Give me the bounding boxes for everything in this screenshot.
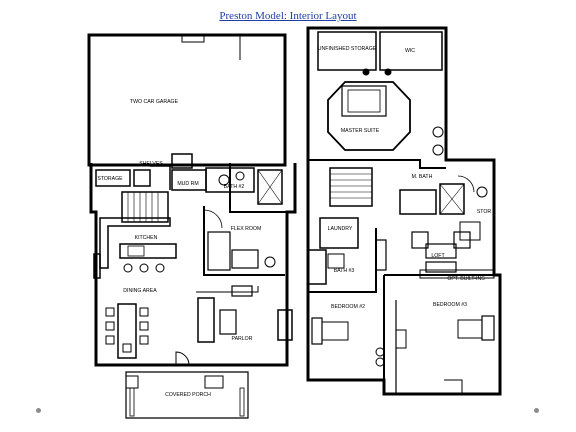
label-bath2: BATH #2 <box>224 184 245 190</box>
label-master-suite: MASTER SUITE <box>341 128 380 134</box>
upper-outer-wall <box>306 26 502 396</box>
second-floor-plan <box>306 26 502 396</box>
label-wic: WIC <box>405 48 415 54</box>
garage-walls <box>87 33 287 167</box>
house-outer-wall <box>89 163 297 367</box>
bath-wall <box>229 163 287 213</box>
label-kitchen: KITCHEN <box>135 235 158 241</box>
label-opt-built-ins: OPT. BUILT-INS <box>447 276 485 282</box>
label-parlor: PARLOR <box>232 336 253 342</box>
right-bullet-icon <box>534 408 539 413</box>
left-bullet-icon <box>36 408 41 413</box>
master-suite-octagon <box>327 81 411 151</box>
label-stor: STOR <box>477 209 492 215</box>
label-laundry: LAUNDRY <box>328 226 353 232</box>
label-garage: TWO CAR GARAGE <box>130 99 179 105</box>
label-bedroom2: BEDROOM #2 <box>331 304 365 310</box>
label-mud-rm: MUD RM <box>177 181 198 187</box>
label-dining: DINING AREA <box>123 288 157 294</box>
label-porch: COVERED PORCH <box>165 392 211 398</box>
room-labels: TWO CAR GARAGE STORAGE SHELVES MUD RM BA… <box>97 46 491 398</box>
label-m-bath: M. BATH <box>412 174 433 180</box>
label-loft: LOFT <box>431 253 445 259</box>
label-storage: STORAGE <box>97 176 123 182</box>
page-title-link[interactable]: Preston Model: Interior Layout <box>219 10 357 22</box>
first-floor-plan <box>87 33 297 419</box>
label-bath3: BATH #3 <box>334 268 355 274</box>
label-flex-room: FLEX ROOM <box>231 226 262 232</box>
label-unfinished-storage: UNFINISHED STORAGE <box>318 46 377 52</box>
label-bedroom3: BEDROOM #3 <box>433 302 467 308</box>
label-shelves: SHELVES <box>139 161 163 167</box>
